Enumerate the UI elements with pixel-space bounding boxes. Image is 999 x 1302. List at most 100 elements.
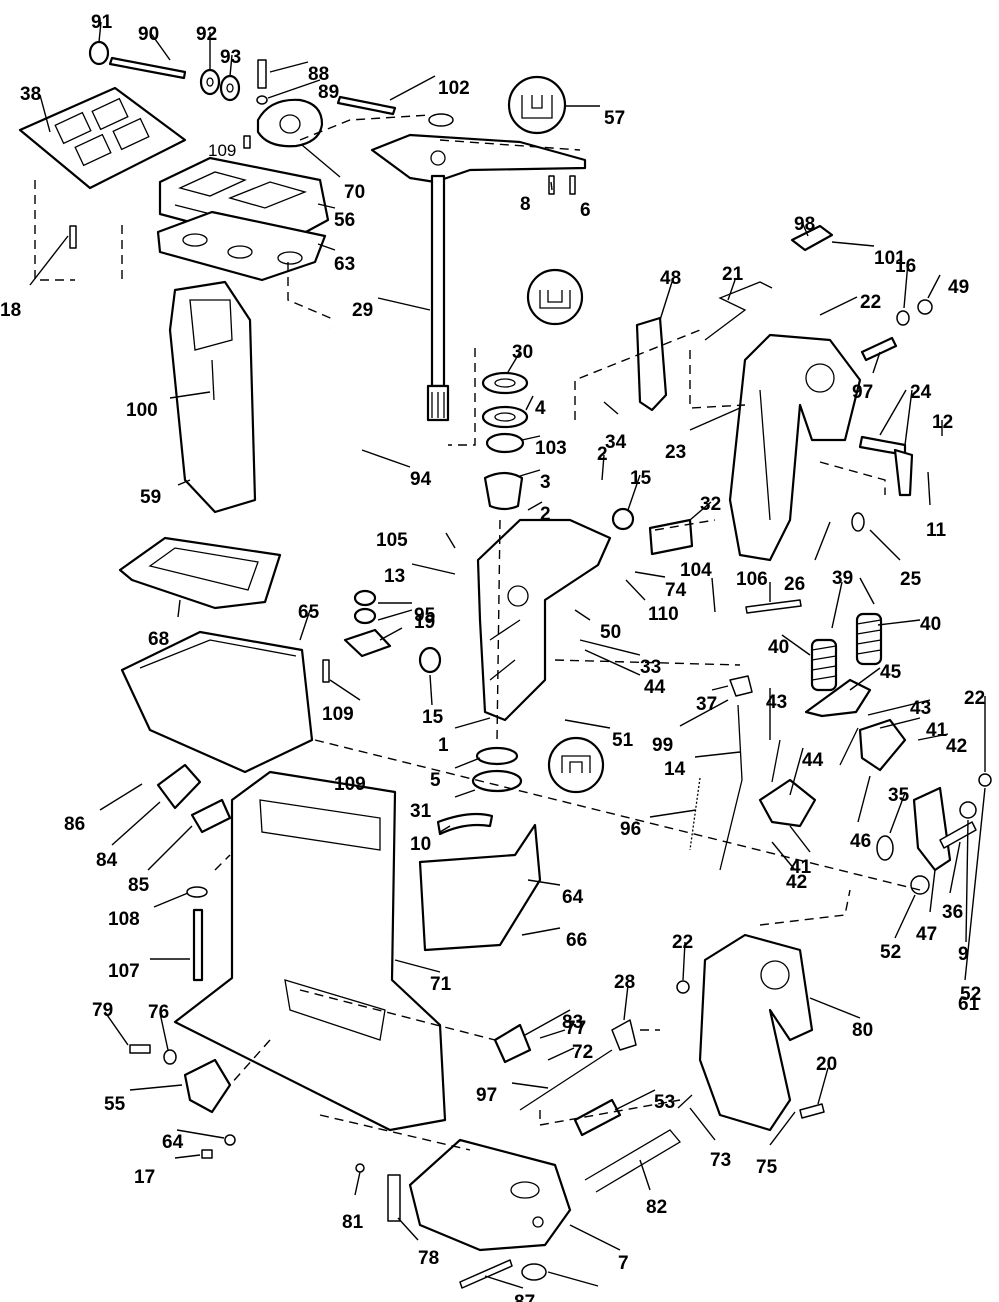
callout-107: 107 bbox=[108, 961, 140, 982]
callout-20: 20 bbox=[816, 1054, 837, 1075]
stern-bracket-lower bbox=[698, 933, 814, 1132]
cam-46 bbox=[758, 778, 817, 828]
tool-icon-top bbox=[507, 75, 567, 135]
callout-22: 22 bbox=[860, 292, 881, 313]
link-rod bbox=[336, 95, 397, 116]
cam-41 bbox=[858, 718, 907, 772]
plate-45 bbox=[804, 678, 872, 718]
washer-79 bbox=[163, 1049, 177, 1065]
washer-108 bbox=[186, 886, 208, 898]
pin-43b bbox=[771, 739, 781, 783]
callout-33: 33 bbox=[640, 657, 661, 678]
callout-47: 47 bbox=[916, 924, 937, 945]
callout-15: 15 bbox=[422, 707, 444, 728]
nut-49 bbox=[917, 299, 933, 315]
callout-2: 2 bbox=[597, 444, 608, 465]
callout-3: 3 bbox=[540, 472, 551, 493]
callout-26: 26 bbox=[784, 574, 805, 595]
callout-22: 22 bbox=[672, 932, 693, 953]
callout-52: 52 bbox=[960, 984, 981, 1005]
callout-7: 7 bbox=[618, 1253, 629, 1274]
springs bbox=[810, 612, 883, 692]
callout-108: 108 bbox=[108, 909, 140, 930]
callout-81: 81 bbox=[342, 1212, 364, 1233]
callout-68: 68 bbox=[148, 629, 169, 650]
callout-56: 56 bbox=[334, 210, 355, 231]
washer-16 bbox=[896, 310, 910, 326]
callout-96: 96 bbox=[620, 819, 641, 840]
alignment-lines bbox=[34, 114, 921, 1151]
callout-4: 4 bbox=[535, 398, 546, 419]
knob-35 bbox=[876, 835, 894, 861]
callout-93: 93 bbox=[220, 47, 241, 68]
callout-43: 43 bbox=[766, 692, 787, 713]
swivel-bracket bbox=[476, 518, 612, 722]
callout-53: 53 bbox=[654, 1092, 675, 1113]
callout-87: 87 bbox=[514, 1292, 535, 1302]
pin-6 bbox=[569, 175, 576, 195]
seal-small bbox=[428, 113, 454, 127]
callout-91: 91 bbox=[91, 12, 113, 33]
tool-icon-low bbox=[547, 736, 605, 794]
callout-78: 78 bbox=[418, 1248, 439, 1269]
block-71 bbox=[493, 1023, 532, 1064]
callout-109: 109 bbox=[322, 704, 354, 725]
callout-77: 77 bbox=[565, 1018, 586, 1039]
callout-85: 85 bbox=[128, 875, 150, 896]
bolt-97 bbox=[860, 336, 898, 362]
lower-pan bbox=[120, 630, 314, 774]
lever-17 bbox=[584, 1129, 681, 1193]
callout-106: 106 bbox=[736, 569, 768, 590]
callout-10: 10 bbox=[410, 834, 431, 855]
cover-64 bbox=[418, 823, 542, 952]
callout-83: 83 bbox=[562, 1012, 583, 1033]
callout-29: 29 bbox=[352, 300, 373, 321]
callout-105: 105 bbox=[376, 530, 408, 551]
callout-76: 76 bbox=[148, 1002, 169, 1023]
callout-44: 44 bbox=[802, 750, 824, 771]
callout-17: 17 bbox=[134, 1167, 155, 1188]
clip-87 bbox=[521, 1263, 547, 1281]
knob-52 bbox=[910, 875, 930, 895]
callout-88: 88 bbox=[308, 64, 329, 85]
callout-74: 74 bbox=[665, 580, 687, 601]
callout-95: 95 bbox=[414, 605, 436, 626]
bushing-97 bbox=[573, 1098, 622, 1137]
valve-assembly bbox=[243, 59, 324, 149]
callout-110: 110 bbox=[648, 604, 679, 625]
callout-31: 31 bbox=[410, 801, 432, 822]
callout-102: 102 bbox=[438, 78, 470, 99]
callout-13: 13 bbox=[384, 566, 405, 587]
callout-49: 49 bbox=[948, 277, 969, 298]
bolt-80 bbox=[129, 1044, 151, 1054]
callout-37: 37 bbox=[696, 694, 717, 715]
callout-2: 2 bbox=[540, 504, 551, 525]
cap-98 bbox=[790, 224, 834, 252]
tilt-lever bbox=[858, 435, 914, 497]
callout-11: 11 bbox=[926, 520, 947, 541]
spring-20 bbox=[677, 1094, 693, 1109]
cover-84 bbox=[156, 763, 202, 810]
callout-42: 42 bbox=[786, 872, 807, 893]
callout-64: 64 bbox=[162, 1132, 184, 1153]
callout-41: 41 bbox=[790, 857, 812, 878]
callout-6: 6 bbox=[580, 200, 591, 221]
callout-75: 75 bbox=[756, 1157, 778, 1178]
callout-104: 104 bbox=[680, 560, 712, 581]
exhaust-gasket bbox=[18, 86, 187, 190]
callout-61: 61 bbox=[958, 994, 980, 1015]
callout-1: 1 bbox=[438, 735, 449, 756]
bracket-83 bbox=[611, 1019, 637, 1051]
callout-71: 71 bbox=[430, 974, 452, 995]
callout-40: 40 bbox=[768, 637, 789, 658]
callout-70: 70 bbox=[344, 182, 365, 203]
bolt-assembly bbox=[88, 40, 241, 102]
callout-32: 32 bbox=[700, 494, 721, 515]
callout-46: 46 bbox=[850, 831, 871, 852]
callout-28: 28 bbox=[614, 972, 635, 993]
callout-103: 103 bbox=[535, 438, 567, 459]
washer-15b bbox=[418, 646, 442, 674]
callout-66: 66 bbox=[566, 930, 587, 951]
